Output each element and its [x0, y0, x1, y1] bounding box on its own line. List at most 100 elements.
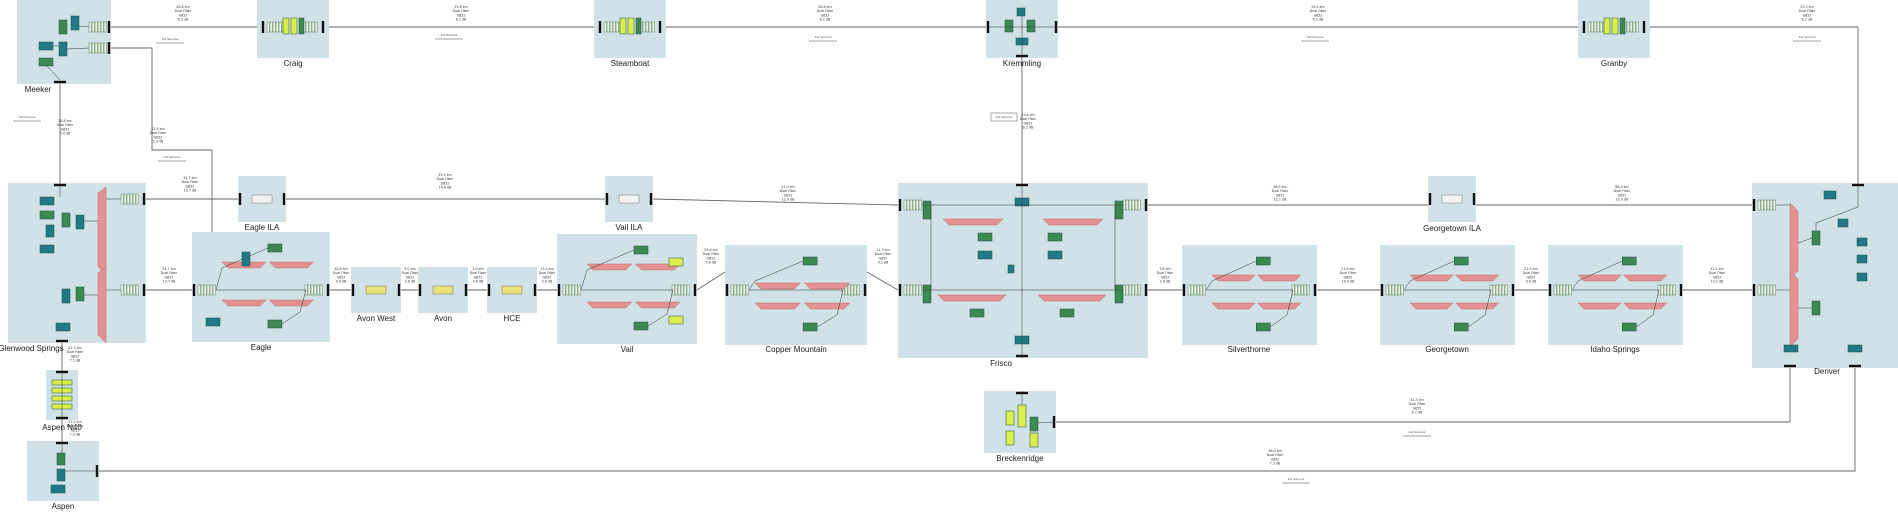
- transponder-card[interactable]: [977, 250, 993, 260]
- transponder-card[interactable]: [70, 15, 80, 31]
- mux-filter-icon[interactable]: [1789, 270, 1799, 348]
- line-card[interactable]: [56, 452, 66, 466]
- line-card[interactable]: [1026, 19, 1036, 33]
- transponder-card[interactable]: [75, 214, 85, 230]
- site-box-frisco[interactable]: [898, 183, 1148, 358]
- mux-filter-icon[interactable]: [754, 282, 801, 290]
- line-card[interactable]: [61, 212, 71, 228]
- transponder-card[interactable]: [1016, 7, 1026, 17]
- mux-filter-icon[interactable]: [754, 302, 801, 310]
- amplifier-card[interactable]: [1029, 432, 1039, 448]
- transponder-card[interactable]: [1856, 272, 1868, 282]
- mux-filter-icon[interactable]: [1037, 294, 1107, 302]
- fiber-link-granby-denver[interactable]: [1650, 26, 1859, 183]
- amplifier-card[interactable]: [619, 17, 627, 35]
- transponder-card[interactable]: [39, 244, 55, 254]
- transponder-card[interactable]: [1856, 254, 1868, 264]
- line-card[interactable]: [1114, 284, 1124, 304]
- mux-filter-icon[interactable]: [268, 299, 314, 307]
- ila-amplifier[interactable]: [501, 285, 523, 295]
- transponder-card[interactable]: [50, 484, 66, 494]
- mux-filter-icon[interactable]: [221, 299, 267, 307]
- transponder-card[interactable]: [1856, 237, 1868, 247]
- amplifier-card[interactable]: [627, 17, 635, 35]
- fiber-link-vailila-frisco[interactable]: [652, 198, 899, 206]
- mux-filter-icon[interactable]: [1257, 274, 1302, 282]
- line-card[interactable]: [635, 17, 642, 35]
- ila-amplifier[interactable]: [1441, 194, 1463, 204]
- line-card[interactable]: [1811, 300, 1821, 316]
- mux-filter-icon[interactable]: [1211, 302, 1256, 310]
- mux-filter-icon[interactable]: [1577, 302, 1622, 310]
- line-card[interactable]: [39, 210, 55, 220]
- line-card[interactable]: [1004, 19, 1014, 33]
- amplifier-card[interactable]: [1611, 17, 1619, 35]
- transponder-card[interactable]: [1847, 344, 1863, 353]
- mux-filter-icon[interactable]: [1455, 274, 1500, 282]
- mux-filter-icon[interactable]: [804, 302, 851, 310]
- mux-filter-icon[interactable]: [937, 294, 1007, 302]
- line-card[interactable]: [267, 243, 283, 253]
- amplifier-card[interactable]: [668, 315, 684, 325]
- amplifier-card[interactable]: [282, 17, 290, 35]
- line-card[interactable]: [1059, 308, 1075, 318]
- site-box-glenwood[interactable]: [8, 183, 146, 343]
- line-card[interactable]: [922, 200, 932, 220]
- line-card[interactable]: [977, 232, 993, 242]
- amplifier-card[interactable]: [1017, 404, 1027, 428]
- amplifier-card[interactable]: [1603, 17, 1611, 35]
- line-card[interactable]: [1811, 230, 1821, 246]
- fiber-link-breck-denver[interactable]: [1056, 368, 1791, 423]
- mux-filter-icon[interactable]: [1409, 302, 1454, 310]
- mux-filter-icon[interactable]: [634, 301, 681, 309]
- transponder-card[interactable]: [38, 41, 54, 51]
- site-box-denver[interactable]: [1752, 183, 1898, 368]
- mux-filter-icon[interactable]: [97, 186, 107, 276]
- amplifier-card[interactable]: [1005, 410, 1015, 426]
- line-card[interactable]: [1454, 256, 1469, 266]
- mux-filter-icon[interactable]: [1455, 302, 1500, 310]
- transponder-card[interactable]: [56, 468, 66, 482]
- ila-amplifier[interactable]: [251, 194, 273, 204]
- line-card[interactable]: [298, 17, 305, 35]
- transponder-card[interactable]: [1007, 264, 1015, 274]
- mux-filter-icon[interactable]: [97, 266, 107, 344]
- transponder-card[interactable]: [45, 224, 55, 238]
- mux-filter-icon[interactable]: [804, 282, 851, 290]
- line-card[interactable]: [969, 308, 985, 318]
- line-card[interactable]: [1622, 256, 1637, 266]
- mux-filter-icon[interactable]: [268, 261, 314, 269]
- fiber-link-aspen-denver[interactable]: [99, 368, 1856, 472]
- line-card[interactable]: [267, 319, 283, 329]
- line-card[interactable]: [1029, 416, 1039, 432]
- amplifier-card[interactable]: [290, 17, 298, 35]
- fiber-link-vail-copper[interactable]: [696, 271, 726, 291]
- transponder-card[interactable]: [1823, 190, 1837, 200]
- ila-amplifier[interactable]: [365, 285, 387, 295]
- line-card[interactable]: [1256, 256, 1271, 266]
- line-card[interactable]: [1619, 17, 1626, 35]
- transponder-card[interactable]: [1047, 250, 1063, 260]
- transponder-card[interactable]: [61, 288, 71, 304]
- amplifier-card[interactable]: [668, 257, 684, 267]
- fiber-link-meeker-eagle[interactable]: [111, 47, 213, 232]
- fiber-link-copper-frisco[interactable]: [866, 271, 899, 291]
- amplifier-card[interactable]: [1005, 430, 1015, 446]
- mux-filter-icon[interactable]: [586, 301, 633, 309]
- mux-filter-icon[interactable]: [1257, 302, 1302, 310]
- line-card[interactable]: [633, 245, 649, 255]
- line-card[interactable]: [58, 19, 68, 35]
- ila-amplifier[interactable]: [432, 285, 454, 295]
- mux-filter-icon[interactable]: [942, 218, 1004, 226]
- mux-filter-icon[interactable]: [1042, 218, 1104, 226]
- transponder-card[interactable]: [1837, 218, 1849, 228]
- line-card[interactable]: [1454, 322, 1469, 332]
- line-card[interactable]: [1622, 322, 1637, 332]
- transponder-card[interactable]: [58, 41, 68, 57]
- line-card[interactable]: [1114, 200, 1124, 220]
- line-card[interactable]: [802, 256, 818, 266]
- line-card[interactable]: [802, 322, 818, 332]
- line-card[interactable]: [38, 57, 54, 67]
- transponder-card[interactable]: [39, 196, 55, 206]
- line-card[interactable]: [1047, 232, 1063, 242]
